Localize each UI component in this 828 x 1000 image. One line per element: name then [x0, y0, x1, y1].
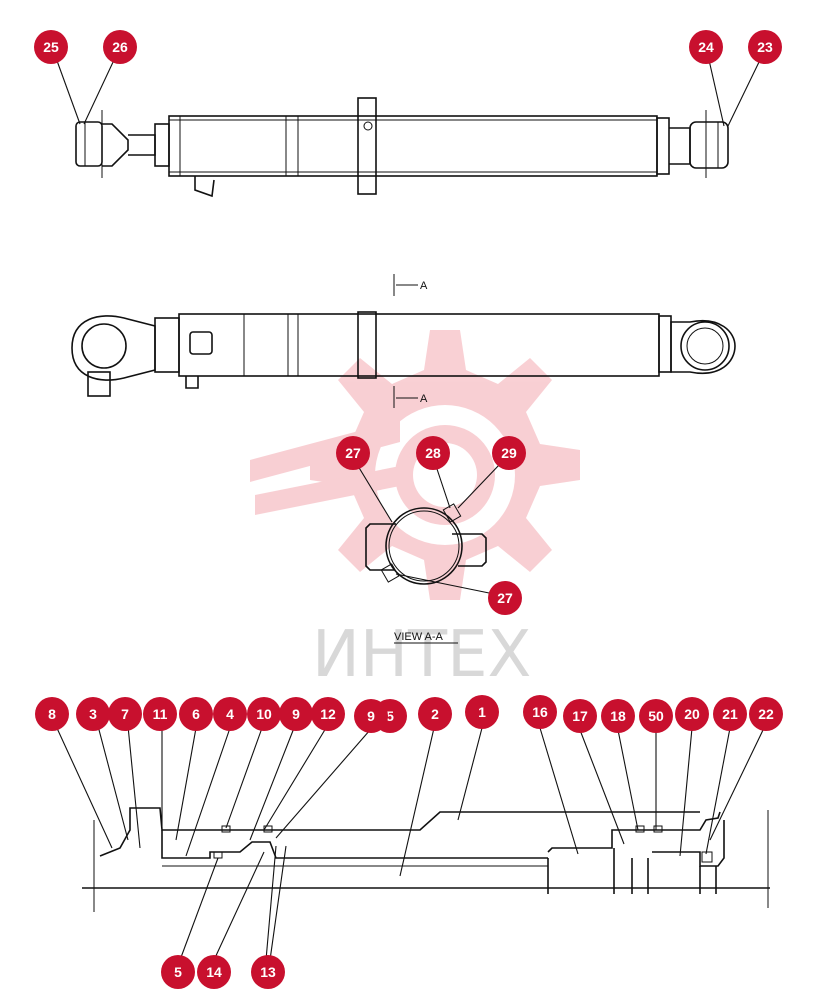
svg-text:27: 27	[345, 445, 361, 461]
watermark-text: ИНТЕХ	[312, 618, 531, 692]
svg-text:23: 23	[757, 39, 773, 55]
leader-lines	[55, 57, 765, 961]
cylinder-cross-section	[82, 807, 770, 912]
svg-text:21: 21	[722, 706, 738, 722]
callout-balloons: 25 26 24 23 27 28 29 27 8 3 7 11 6 4 10 …	[34, 30, 783, 989]
callout-50: 50	[639, 699, 673, 733]
callout-3: 3	[76, 697, 110, 731]
callout-6: 6	[179, 697, 213, 731]
callout-24: 24	[689, 30, 723, 64]
svg-text:18: 18	[610, 708, 626, 724]
callout-23: 23	[748, 30, 782, 64]
svg-text:26: 26	[112, 39, 128, 55]
callout-1: 1	[465, 695, 499, 729]
callout-17: 17	[563, 699, 597, 733]
svg-text:13: 13	[260, 964, 276, 980]
watermark-gear-logo	[250, 330, 580, 600]
svg-text:5: 5	[174, 964, 182, 980]
svg-text:12: 12	[320, 706, 336, 722]
callout-18: 18	[601, 699, 635, 733]
section-marker-bottom: A	[420, 393, 428, 405]
svg-text:5: 5	[386, 708, 394, 724]
callout-25: 25	[34, 30, 68, 64]
callout-13: 13	[251, 955, 285, 989]
svg-text:11: 11	[153, 706, 168, 722]
svg-text:9: 9	[292, 706, 300, 722]
callout-26: 26	[103, 30, 137, 64]
svg-text:10: 10	[256, 706, 272, 722]
cylinder-front-view	[71, 274, 736, 408]
callout-16: 16	[523, 695, 557, 729]
svg-text:6: 6	[192, 706, 200, 722]
callout-9-left: 9	[279, 697, 313, 731]
callout-11: 11	[143, 697, 177, 731]
callout-14: 14	[197, 955, 231, 989]
callout-10: 10	[247, 697, 281, 731]
svg-text:25: 25	[43, 39, 59, 55]
svg-text:8: 8	[48, 706, 56, 722]
section-marker-top: A	[420, 280, 428, 292]
callout-12: 12	[311, 697, 345, 731]
svg-text:2: 2	[431, 706, 439, 722]
callout-5: 5	[161, 955, 195, 989]
svg-text:7: 7	[121, 706, 129, 722]
svg-text:50: 50	[648, 708, 664, 724]
callout-2: 2	[418, 697, 452, 731]
callout-22: 22	[749, 697, 783, 731]
callout-21: 21	[713, 697, 747, 731]
svg-text:3: 3	[89, 706, 97, 722]
svg-text:24: 24	[698, 39, 714, 55]
callout-9-right: 9	[354, 699, 388, 733]
callout-27-top: 27	[336, 436, 370, 470]
callout-28: 28	[416, 436, 450, 470]
callout-27-bottom: 27	[488, 581, 522, 615]
callout-29: 29	[492, 436, 526, 470]
svg-text:9: 9	[367, 708, 375, 724]
callout-4: 4	[213, 697, 247, 731]
svg-text:29: 29	[501, 445, 517, 461]
callout-7: 7	[108, 697, 142, 731]
svg-text:14: 14	[206, 964, 222, 980]
view-label: VIEW A-A	[394, 631, 444, 643]
svg-text:27: 27	[497, 590, 513, 606]
svg-text:1: 1	[478, 704, 486, 720]
svg-text:4: 4	[226, 706, 234, 722]
callout-8: 8	[35, 697, 69, 731]
svg-text:20: 20	[684, 706, 700, 722]
cylinder-top-view	[75, 97, 729, 198]
svg-text:17: 17	[572, 708, 588, 724]
svg-text:16: 16	[532, 704, 548, 720]
section-view-aa	[365, 503, 487, 585]
svg-text:28: 28	[425, 445, 441, 461]
callout-20: 20	[675, 697, 709, 731]
svg-text:22: 22	[758, 706, 774, 722]
